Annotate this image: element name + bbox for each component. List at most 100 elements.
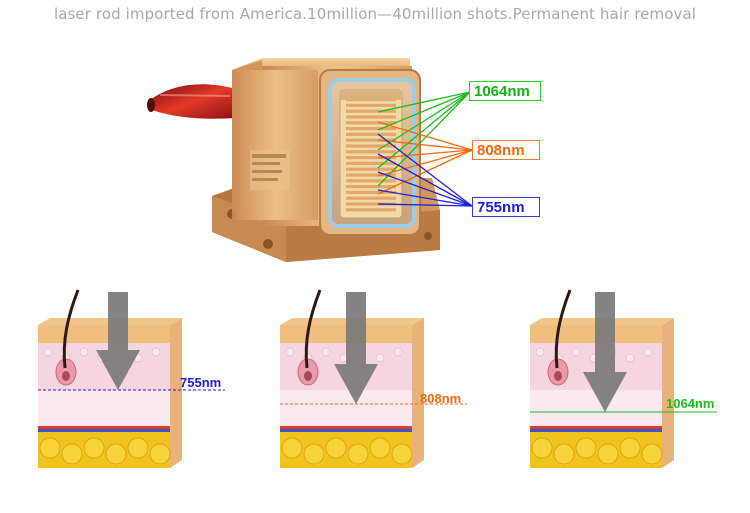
rod-bar <box>346 202 396 206</box>
hair-shaft <box>304 289 322 369</box>
laser-rod-bars <box>340 90 402 212</box>
rod-bar <box>346 156 396 160</box>
pointer-line <box>377 91 471 187</box>
fat-cell <box>149 443 171 465</box>
blood-vessel <box>280 429 412 432</box>
skin-cell <box>43 347 53 357</box>
pointer-line <box>377 149 473 195</box>
blood-vessel <box>38 426 170 429</box>
pointer-line <box>377 203 473 207</box>
wavelength-pointer-lines <box>377 91 473 207</box>
skin-diagram <box>530 289 717 468</box>
pointer-line <box>377 121 473 151</box>
rod-bar <box>346 185 396 189</box>
fat-cell <box>325 437 347 459</box>
pointer-line <box>377 91 471 131</box>
fat-cell <box>127 437 149 459</box>
pointer-line <box>377 91 471 151</box>
subdermis <box>530 390 662 426</box>
fat-cell <box>347 443 369 465</box>
skin-side <box>170 318 182 468</box>
skin-cell <box>535 347 545 357</box>
rod-cap <box>340 90 402 100</box>
pointer-line <box>377 149 473 159</box>
skin-cell <box>375 353 385 363</box>
hair-bulb <box>554 371 562 381</box>
rod-bar <box>346 167 396 171</box>
wavelength-label-755: 755nm <box>472 197 540 217</box>
fat-cell <box>105 443 127 465</box>
blood-vessel <box>530 429 662 432</box>
skin-cell <box>151 347 161 357</box>
pointer-line <box>377 133 473 207</box>
laser-penetration-arrow <box>96 292 140 390</box>
skin-diagrams <box>38 289 717 468</box>
pointer-line <box>377 171 473 207</box>
fat-cell <box>83 437 105 459</box>
rod-bar <box>346 103 396 107</box>
depth-label-755: 755nm <box>180 375 222 390</box>
laser-penetration-arrow <box>334 292 378 404</box>
fat-cell <box>575 437 597 459</box>
skin-diagram <box>38 289 225 468</box>
skin-diagram <box>280 289 467 468</box>
rod-bar <box>346 190 396 194</box>
rod-bar <box>346 196 396 200</box>
hair-shaft <box>62 289 80 369</box>
skin-cell <box>571 347 581 357</box>
fat-cell <box>369 437 391 459</box>
fat-cell <box>597 443 619 465</box>
rod-bar <box>346 109 396 113</box>
skin-side <box>412 318 424 468</box>
rod-bar <box>346 208 396 212</box>
red-cable <box>147 84 236 119</box>
fat-cell <box>391 443 413 465</box>
subdermis <box>38 390 170 426</box>
skin-side <box>662 318 674 468</box>
skin-cell <box>643 347 653 357</box>
rod-bar <box>346 138 396 142</box>
rod-bar <box>346 115 396 119</box>
fat-cell <box>281 437 303 459</box>
fat-cell <box>619 437 641 459</box>
skin-cell <box>625 353 635 363</box>
skin-cell <box>321 347 331 357</box>
pointer-line <box>377 153 473 207</box>
laser-penetration-arrow <box>583 292 627 412</box>
blood-vessel <box>280 426 412 429</box>
pointer-line <box>377 91 471 169</box>
fat-cell <box>531 437 553 459</box>
fat-cell <box>553 443 575 465</box>
rod-bar <box>346 161 396 165</box>
rod-bar <box>346 121 396 125</box>
rod-bar <box>346 144 396 148</box>
hair-bulb <box>304 371 312 381</box>
rod-bar <box>346 179 396 183</box>
rod-bar <box>346 173 396 177</box>
blood-vessel <box>530 426 662 429</box>
rod-bar <box>346 150 396 154</box>
skin-cell <box>285 347 295 357</box>
pointer-line <box>377 149 473 177</box>
fat-cell <box>61 443 83 465</box>
rod-bar <box>346 132 396 136</box>
pointer-line <box>377 189 473 207</box>
rod-bar <box>346 127 396 131</box>
skin-cell <box>79 347 89 357</box>
fat-cell <box>641 443 663 465</box>
hair-bulb <box>62 371 70 381</box>
hair-shaft <box>554 289 572 369</box>
wavelength-label-1064: 1064nm <box>469 81 541 101</box>
skin-cell <box>393 347 403 357</box>
pointer-line <box>377 91 471 113</box>
fat-cell <box>39 437 61 459</box>
fat-cell <box>303 443 325 465</box>
headline: laser rod imported from America.10millio… <box>53 5 697 23</box>
epidermis <box>38 325 170 343</box>
subdermis <box>280 390 412 426</box>
wavelength-label-808: 808nm <box>472 140 540 160</box>
depth-label-1064: 1064nm <box>666 396 715 411</box>
pointer-line <box>377 139 473 151</box>
blood-vessel <box>38 429 170 432</box>
